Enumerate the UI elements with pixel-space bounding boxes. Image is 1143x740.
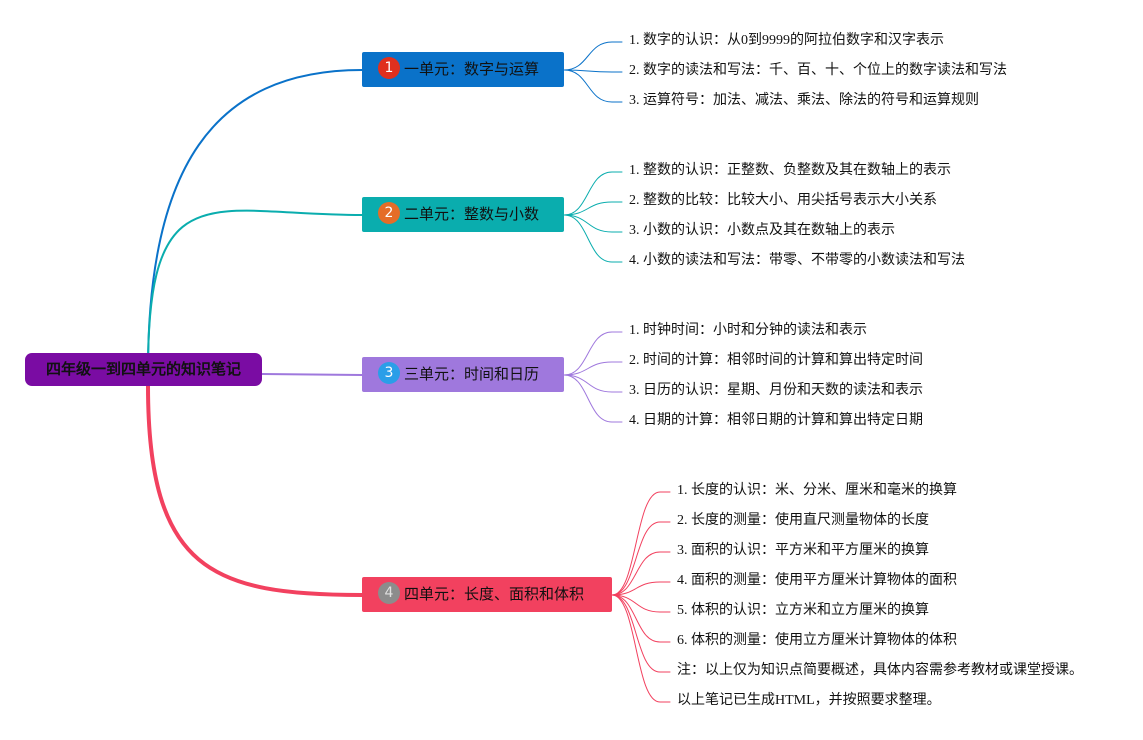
leaf-item[interactable]: 1. 数字的认识：从0到9999的阿拉伯数字和汉字表示 xyxy=(629,33,944,48)
unit-title: 四单元：长度、面积和体积 xyxy=(404,585,585,603)
root-title: 四年级一到四单元的知识笔记 xyxy=(45,360,241,378)
leaf-connector xyxy=(563,374,623,423)
leaf-item[interactable]: 1. 整数的认识：正整数、负整数及其在数轴上的表示 xyxy=(629,163,951,178)
unit-title: 一单元：数字与运算 xyxy=(404,60,540,78)
branch-line-unit-3 xyxy=(261,373,363,376)
leaf-connector xyxy=(563,201,623,216)
leaf-item[interactable]: 3. 小数的认识：小数点及其在数轴上的表示 xyxy=(629,223,895,238)
leaf-item[interactable]: 2. 数字的读法和写法：千、百、十、个位上的数字读法和写法 xyxy=(629,63,1007,78)
leaf-item[interactable]: 2. 整数的比较：比较大小、用尖括号表示大小关系 xyxy=(629,193,937,208)
unit-title: 二单元：整数与小数 xyxy=(404,205,540,223)
leaf-connector xyxy=(563,214,623,263)
leaf-item[interactable]: 1. 时钟时间：小时和分钟的读法和表示 xyxy=(629,323,867,338)
leaf-note[interactable]: 以上笔记已生成HTML，并按照要求整理。 xyxy=(677,693,941,708)
leaf-connector xyxy=(563,361,623,376)
unit-title: 三单元：时间和日历 xyxy=(404,365,540,383)
leaf-item[interactable]: 3. 面积的认识：平方米和平方厘米的换算 xyxy=(677,543,929,558)
leaf-connector xyxy=(611,491,671,596)
unit-number-badge: 4 xyxy=(378,582,400,604)
leaf-connector xyxy=(611,594,671,643)
leaf-note[interactable]: 注：以上仅为知识点简要概述，具体内容需参考教材或课堂授课。 xyxy=(677,663,1083,678)
leaf-connector xyxy=(611,581,671,596)
leaf-item[interactable]: 4. 日期的计算：相邻日期的计算和算出特定日期 xyxy=(629,413,923,428)
leaf-connector xyxy=(611,594,671,613)
leaf-item[interactable]: 6. 体积的测量：使用立方厘米计算物体的体积 xyxy=(677,633,957,648)
leaf-connector xyxy=(611,594,671,703)
leaf-connector xyxy=(563,69,623,103)
leaf-item[interactable]: 4. 小数的读法和写法：带零、不带零的小数读法和写法 xyxy=(629,253,965,268)
leaf-connector xyxy=(611,521,671,596)
branch-line-unit-1 xyxy=(147,69,363,371)
unit-number-badge: 2 xyxy=(378,202,400,224)
branch-line-unit-2 xyxy=(147,209,363,371)
leaf-connector xyxy=(563,171,623,216)
leaf-item[interactable]: 5. 体积的认识：立方米和立方厘米的换算 xyxy=(677,603,929,618)
branch-line-unit-4 xyxy=(146,384,364,597)
leaf-connector xyxy=(563,374,623,393)
leaf-connector xyxy=(563,331,623,376)
leaf-item[interactable]: 3. 运算符号：加法、减法、乘法、除法的符号和运算规则 xyxy=(629,93,979,108)
leaf-item[interactable]: 4. 面积的测量：使用平方厘米计算物体的面积 xyxy=(677,573,957,588)
unit-number-badge: 1 xyxy=(378,57,400,79)
leaf-connector xyxy=(563,214,623,233)
leaf-item[interactable]: 3. 日历的认识：星期、月份和天数的读法和表示 xyxy=(629,383,923,398)
leaf-connector xyxy=(563,41,623,71)
unit-number-badge: 3 xyxy=(378,362,400,384)
leaf-item[interactable]: 2. 时间的计算：相邻时间的计算和算出特定时间 xyxy=(629,353,923,368)
leaf-connector xyxy=(611,594,671,673)
leaf-connector xyxy=(563,69,623,73)
leaf-item[interactable]: 1. 长度的认识：米、分米、厘米和毫米的换算 xyxy=(677,483,957,498)
leaf-item[interactable]: 2. 长度的测量：使用直尺测量物体的长度 xyxy=(677,513,929,528)
root-node[interactable]: 四年级一到四单元的知识笔记 xyxy=(25,353,262,386)
leaf-connector xyxy=(611,551,671,596)
